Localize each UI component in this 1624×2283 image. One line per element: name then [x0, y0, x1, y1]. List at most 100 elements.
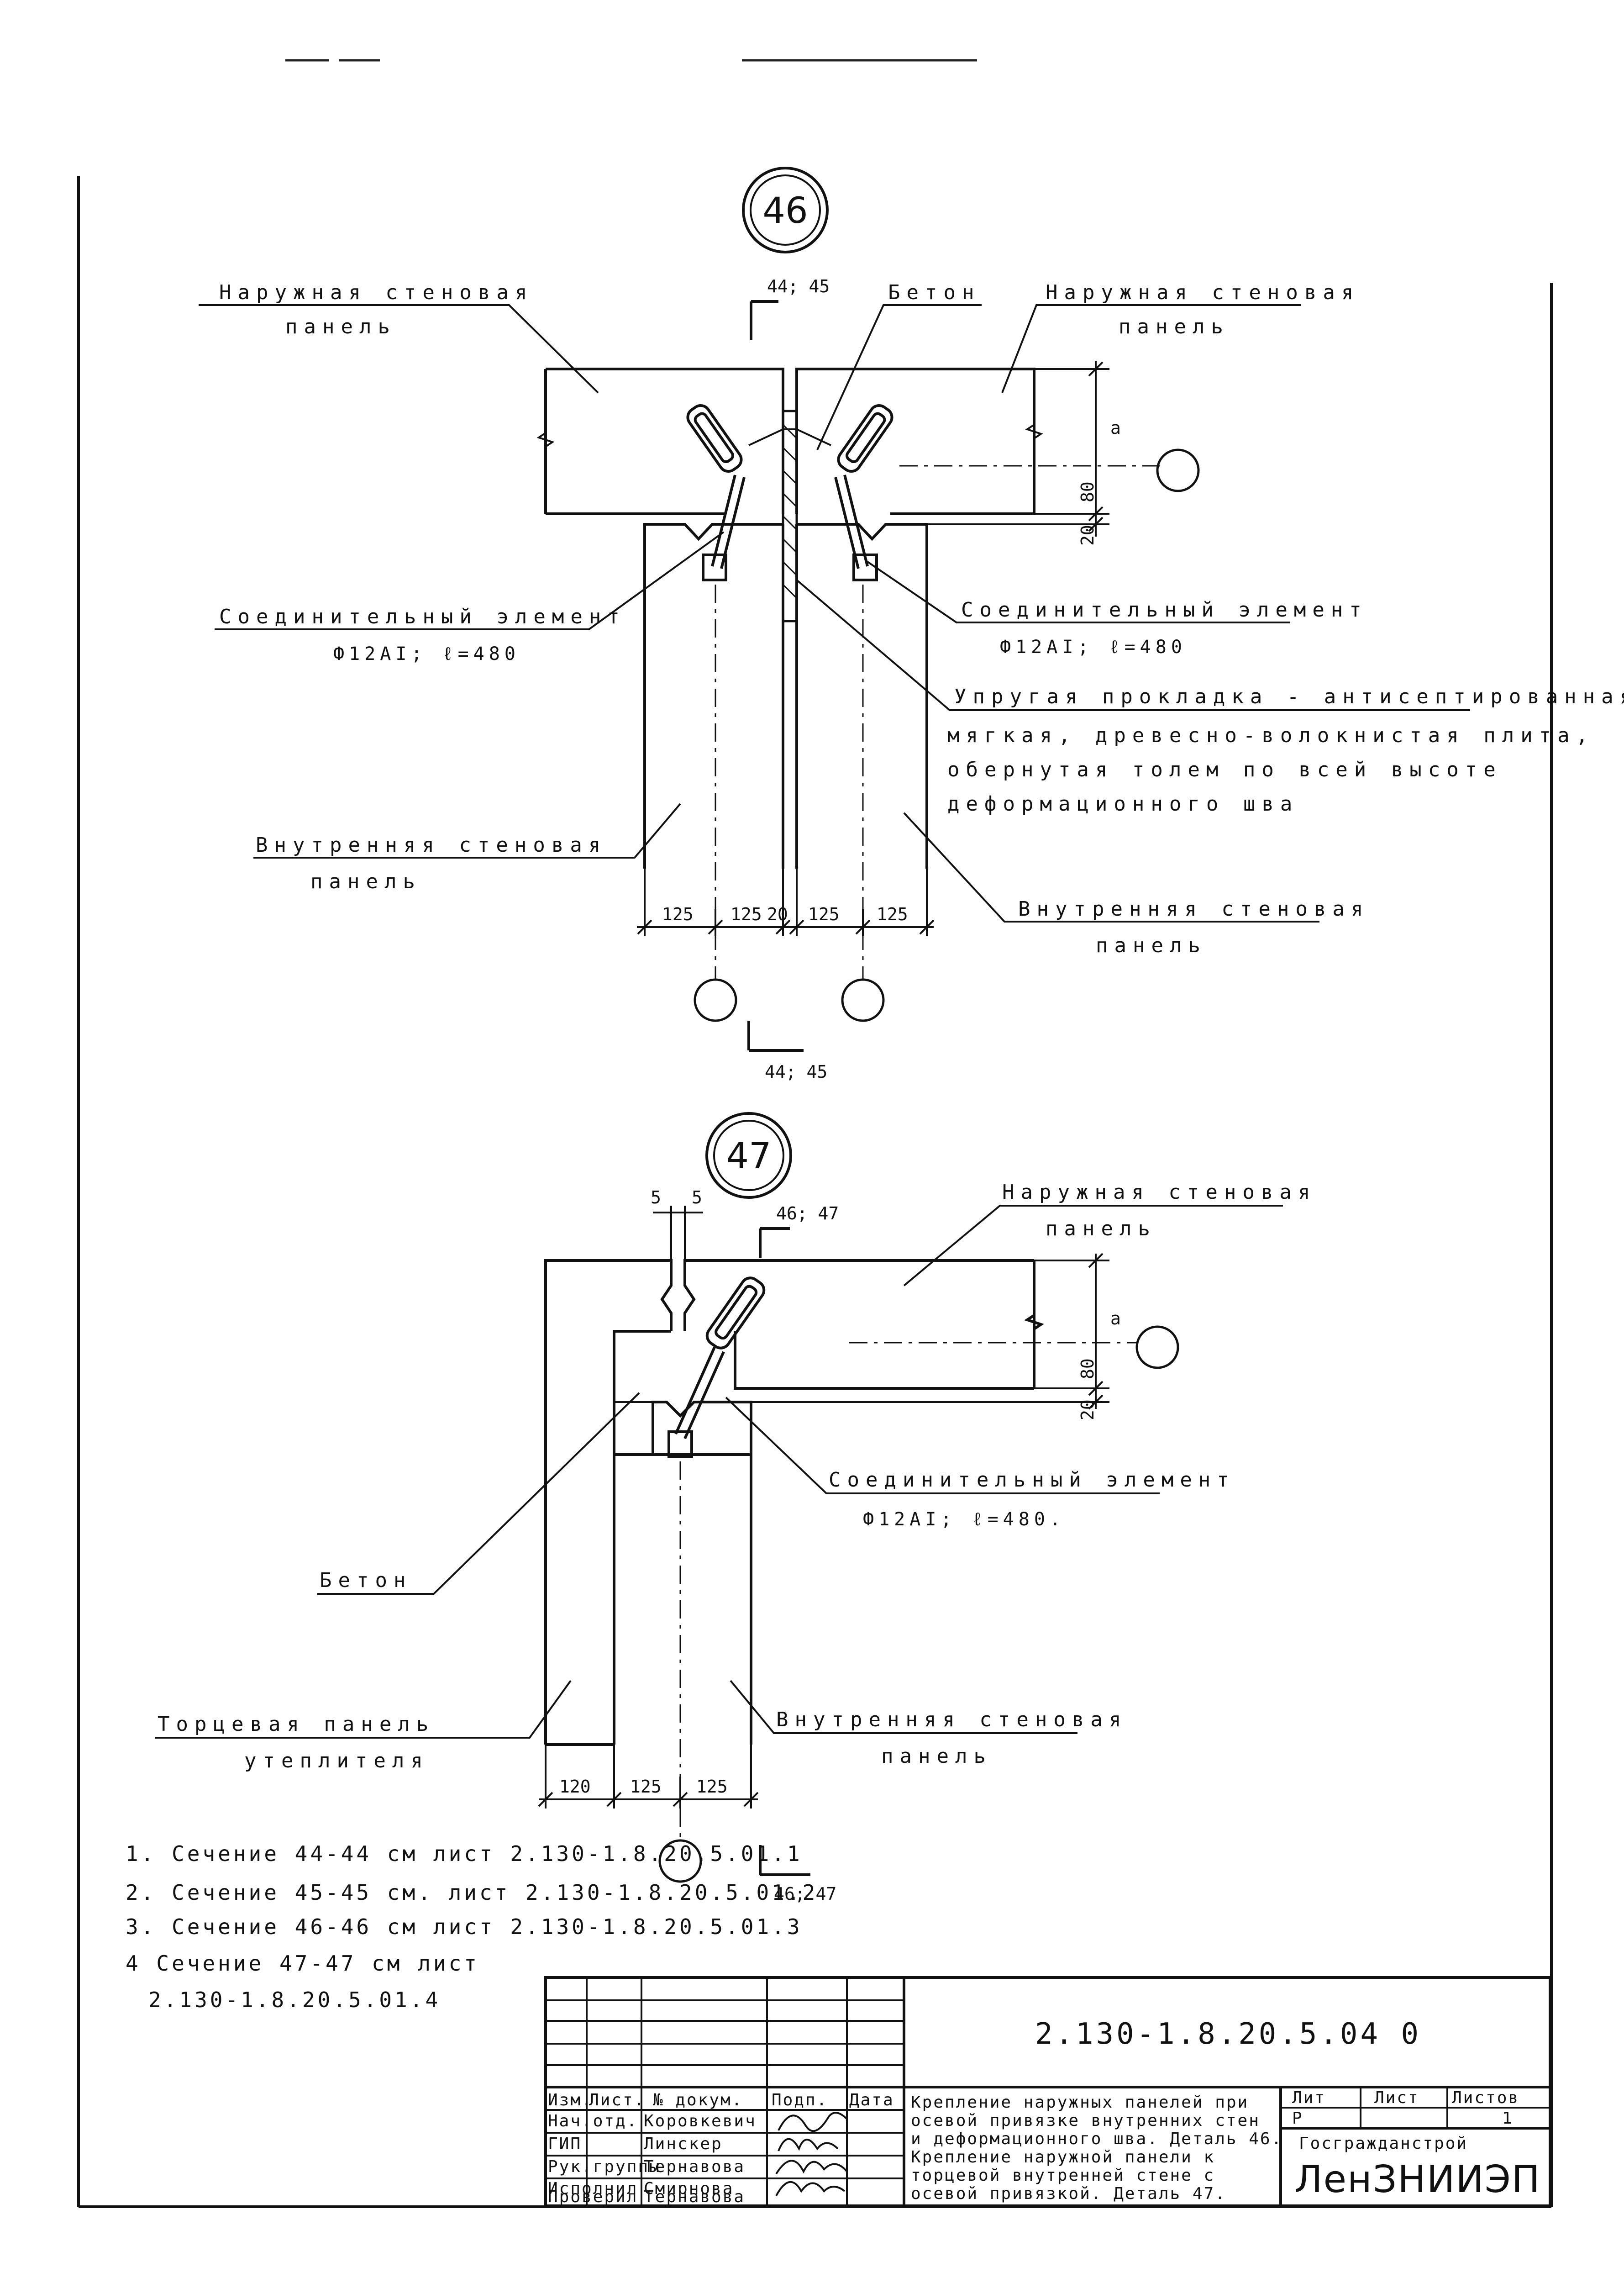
- tb-designation: 2.130-1.8.20.5.04 0: [1035, 2017, 1421, 2051]
- connector-46-left: [686, 404, 746, 581]
- dim-46-20: 20: [1077, 525, 1098, 546]
- tb-role-4: Исполнил: [548, 2179, 638, 2198]
- label-46-connector-right-2: Ф12AI; ℓ=480: [1000, 637, 1187, 658]
- label-46-inner-right-2: панель: [1096, 934, 1207, 957]
- note-5: 2.130-1.8.20.5.01.4: [148, 1988, 441, 2012]
- tb-role-2: ГИП: [548, 2135, 582, 2153]
- tb-desc-3: и деформационного шва. Деталь 46.: [911, 2130, 1282, 2148]
- notes: 1. Сечение 44-44 см лист 2.130-1.8.20.5.…: [126, 1841, 818, 2012]
- note-3: 3. Сечение 46-46 см лист 2.130-1.8.20.5.…: [126, 1914, 803, 1939]
- dims-bottom-47: [538, 1740, 759, 1808]
- section-mark-47-top: [759, 1227, 790, 1258]
- label-46-connector-left-1: Соединительный элемент: [219, 605, 626, 628]
- signatures: [775, 2112, 848, 2196]
- axis-bubbles-47: [658, 1325, 1179, 1883]
- inner-panel-47: [614, 1401, 752, 1745]
- tb-header-date: Дата: [849, 2091, 894, 2109]
- dim-46-b1: 125: [662, 904, 694, 924]
- tb-role-5: Проверил: [548, 2188, 638, 2206]
- detail-47-number: 47: [726, 1136, 771, 1177]
- label-46-gasket-4: деформационного шва: [947, 792, 1298, 816]
- tb-stage-header-lit: Лит: [1292, 2088, 1326, 2107]
- dim-47-b1: 120: [559, 1777, 591, 1797]
- note-4: 4 Сечение 47-47 см лист: [126, 1951, 479, 1976]
- concrete-46: [748, 428, 831, 446]
- tb-desc-6: осевой привязкой. Деталь 47.: [911, 2184, 1226, 2203]
- axis-bubbles-46: [694, 448, 1200, 1022]
- label-46-outer-right-1: Наружная стеновая: [1046, 281, 1360, 304]
- label-47-inner-2: панель: [881, 1745, 992, 1768]
- label-47-end-panel-2: утеплителя: [244, 1749, 429, 1772]
- tb-org-name: ЛенЗНИИЭП: [1294, 2158, 1541, 2201]
- dims-right-46: [927, 361, 1109, 537]
- label-46-gasket-1: Упругая прокладка - антисептированная: [954, 685, 1624, 708]
- label-47-connector-2: Ф12AI; ℓ=480.: [863, 1509, 1065, 1530]
- dim-46-80: 80: [1077, 481, 1098, 502]
- note-2: 2. Сечение 45-45 см. лист 2.130-1.8.20.5…: [126, 1880, 818, 1905]
- section-label-46-top: 44; 45: [767, 276, 830, 296]
- dim-47-b2: 125: [630, 1777, 662, 1797]
- detail-47: 47 5 5 46; 47: [155, 1112, 1316, 1904]
- label-46-connector-right-1: Соединительный элемент: [961, 598, 1368, 622]
- section-mark-47-bottom: [759, 1845, 810, 1876]
- label-46-inner-left-2: панель: [310, 870, 421, 893]
- dim-46-b5: 125: [877, 904, 908, 924]
- dim-47-20: 20: [1077, 1399, 1098, 1420]
- detail-47-bubble: 47: [705, 1112, 792, 1199]
- note-1: 1. Сечение 44-44 см лист 2.130-1.8.20.5.…: [126, 1841, 803, 1866]
- tb-desc-2: осевой привязке внутренних стен: [911, 2111, 1260, 2130]
- label-46-outer-left-1: Наружная стеновая: [219, 281, 533, 304]
- tb-org-top: Госгражданстрой: [1299, 2134, 1468, 2153]
- dims-right-47: [751, 1253, 1109, 1410]
- tb-header-list: Лист.: [589, 2091, 645, 2109]
- dim-47-a: a: [1110, 1308, 1121, 1329]
- tb-desc-1: Крепление наружных панелей при: [911, 2093, 1249, 2112]
- tb-stage-header-list: Лист: [1374, 2088, 1419, 2107]
- tb-name-4: Смирнова: [644, 2179, 734, 2198]
- tb-header-sign: Подп.: [772, 2091, 828, 2109]
- label-46-gasket-2: мягкая, древесно-волокнистая плита,: [947, 724, 1594, 747]
- section-mark-46-bottom: [747, 1021, 804, 1052]
- dim-47-gap-1: 5: [651, 1187, 661, 1207]
- tb-role-1: Нач.отд.: [548, 2112, 638, 2130]
- label-46-outer-left-2: панель: [285, 315, 396, 338]
- tb-desc-5: торцевой внутренней стене с: [911, 2166, 1215, 2185]
- label-46-beton: Бетон: [888, 281, 980, 304]
- tb-name-3: Тернавова: [644, 2157, 745, 2176]
- title-block: 2.130-1.8.20.5.04 0 Изм. Лист. № докум. …: [544, 1976, 1551, 2207]
- label-47-outer-2: панель: [1046, 1217, 1156, 1240]
- tb-name-1: Коровкевич: [644, 2112, 757, 2130]
- detail-46: 46 44; 45: [199, 167, 1624, 1082]
- break-marks-46: [536, 424, 1043, 448]
- label-46-inner-right-1: Внутренняя стеновая: [1018, 897, 1369, 921]
- label-47-end-panel-1: Торцевая панель: [158, 1713, 435, 1736]
- tb-header-doc: № докум.: [652, 2091, 743, 2109]
- dim-46-b3: 20: [767, 904, 788, 924]
- dim-46-a: a: [1110, 418, 1121, 438]
- tb-stage-header-listov: Листов: [1452, 2088, 1519, 2107]
- label-47-outer-1: Наружная стеновая: [1002, 1181, 1316, 1204]
- dim-47-b3: 125: [696, 1777, 728, 1797]
- connector-47: [667, 1276, 766, 1458]
- label-47-inner-1: Внутренняя стеновая: [776, 1708, 1127, 1731]
- connector-46-right: [834, 404, 893, 581]
- dim-47-gap-2: 5: [692, 1187, 702, 1207]
- tb-role-3: Рук.группы: [548, 2157, 661, 2176]
- label-47-connector-1: Соединительный элемент: [829, 1468, 1235, 1492]
- tb-header-izm: Изм.: [548, 2091, 593, 2109]
- section-label-47-top: 46; 47: [776, 1203, 839, 1223]
- section-label-47-bottom: 46; 47: [774, 1884, 836, 1904]
- tb-name-5: Тернавова: [644, 2188, 745, 2206]
- detail-46-number: 46: [762, 190, 808, 232]
- label-46-inner-left-1: Внутренняя стеновая: [256, 833, 607, 857]
- label-46-gasket-3: обернутая толем по всей высоте: [947, 758, 1502, 781]
- label-47-beton: Бетон: [320, 1569, 412, 1592]
- detail-46-bubble: 46: [742, 167, 829, 253]
- concrete-47: [613, 1331, 653, 1403]
- tb-stage-lit: Р: [1292, 2109, 1303, 2128]
- section-mark-46-top: [750, 300, 778, 340]
- outer-panel-47: [683, 1259, 1044, 1390]
- tb-desc-4: Крепление наружной панели к: [911, 2148, 1215, 2167]
- label-46-connector-left-2: Ф12AI; ℓ=480: [333, 643, 520, 664]
